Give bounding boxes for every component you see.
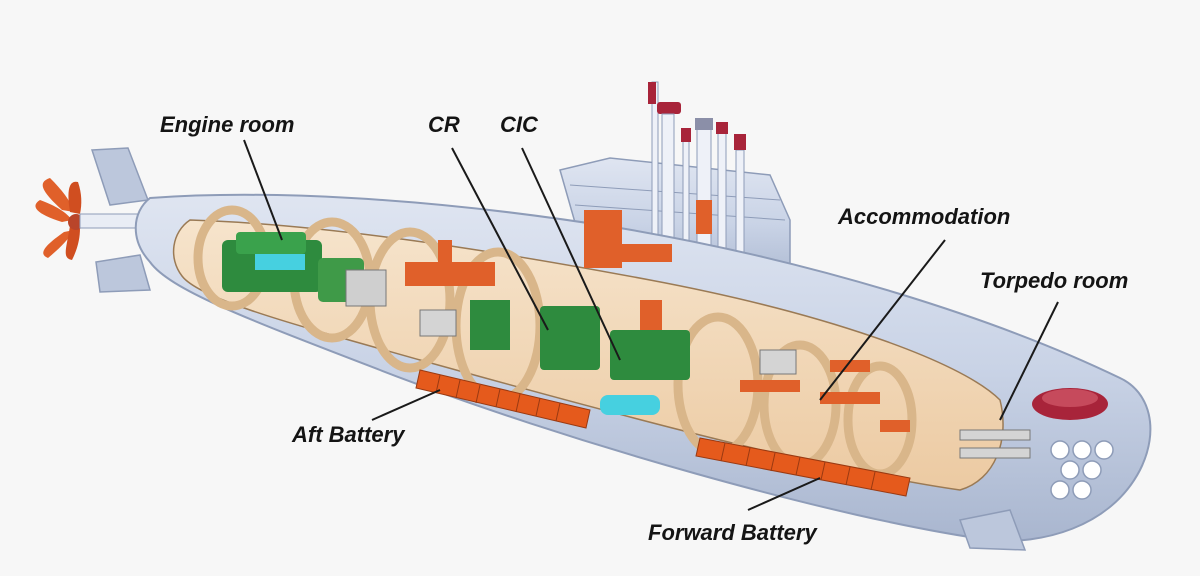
- leader-lines: [243, 139, 1059, 511]
- bow-plane: [959, 509, 1027, 551]
- tail-fins: [79, 147, 171, 293]
- forward-battery: [695, 437, 911, 497]
- leader-aft-battery: [371, 389, 441, 421]
- aft-battery: [415, 369, 591, 429]
- leader-torpedo-room: [999, 301, 1059, 421]
- label-cr: CR: [428, 112, 460, 137]
- leader-engine-room: [243, 139, 283, 241]
- label-aft-battery: Aft Battery: [291, 422, 406, 447]
- torpedo-room: [959, 388, 1114, 500]
- accommodation-equipment: [740, 349, 910, 432]
- label-engine-room: Engine room: [160, 112, 294, 137]
- control-room-equipment: [405, 210, 690, 415]
- leader-cr: [451, 147, 549, 331]
- label-torpedo-room: Torpedo room: [980, 268, 1128, 293]
- label-accommodation: Accommodation: [837, 204, 1010, 229]
- engine-room-machinery: [222, 232, 387, 307]
- label-cic: CIC: [500, 112, 539, 137]
- leader-accommodation: [819, 239, 946, 401]
- propeller: [35, 178, 84, 260]
- leader-cic: [521, 147, 621, 361]
- leader-forward-battery: [747, 477, 821, 511]
- label-forward-battery: Forward Battery: [648, 520, 818, 545]
